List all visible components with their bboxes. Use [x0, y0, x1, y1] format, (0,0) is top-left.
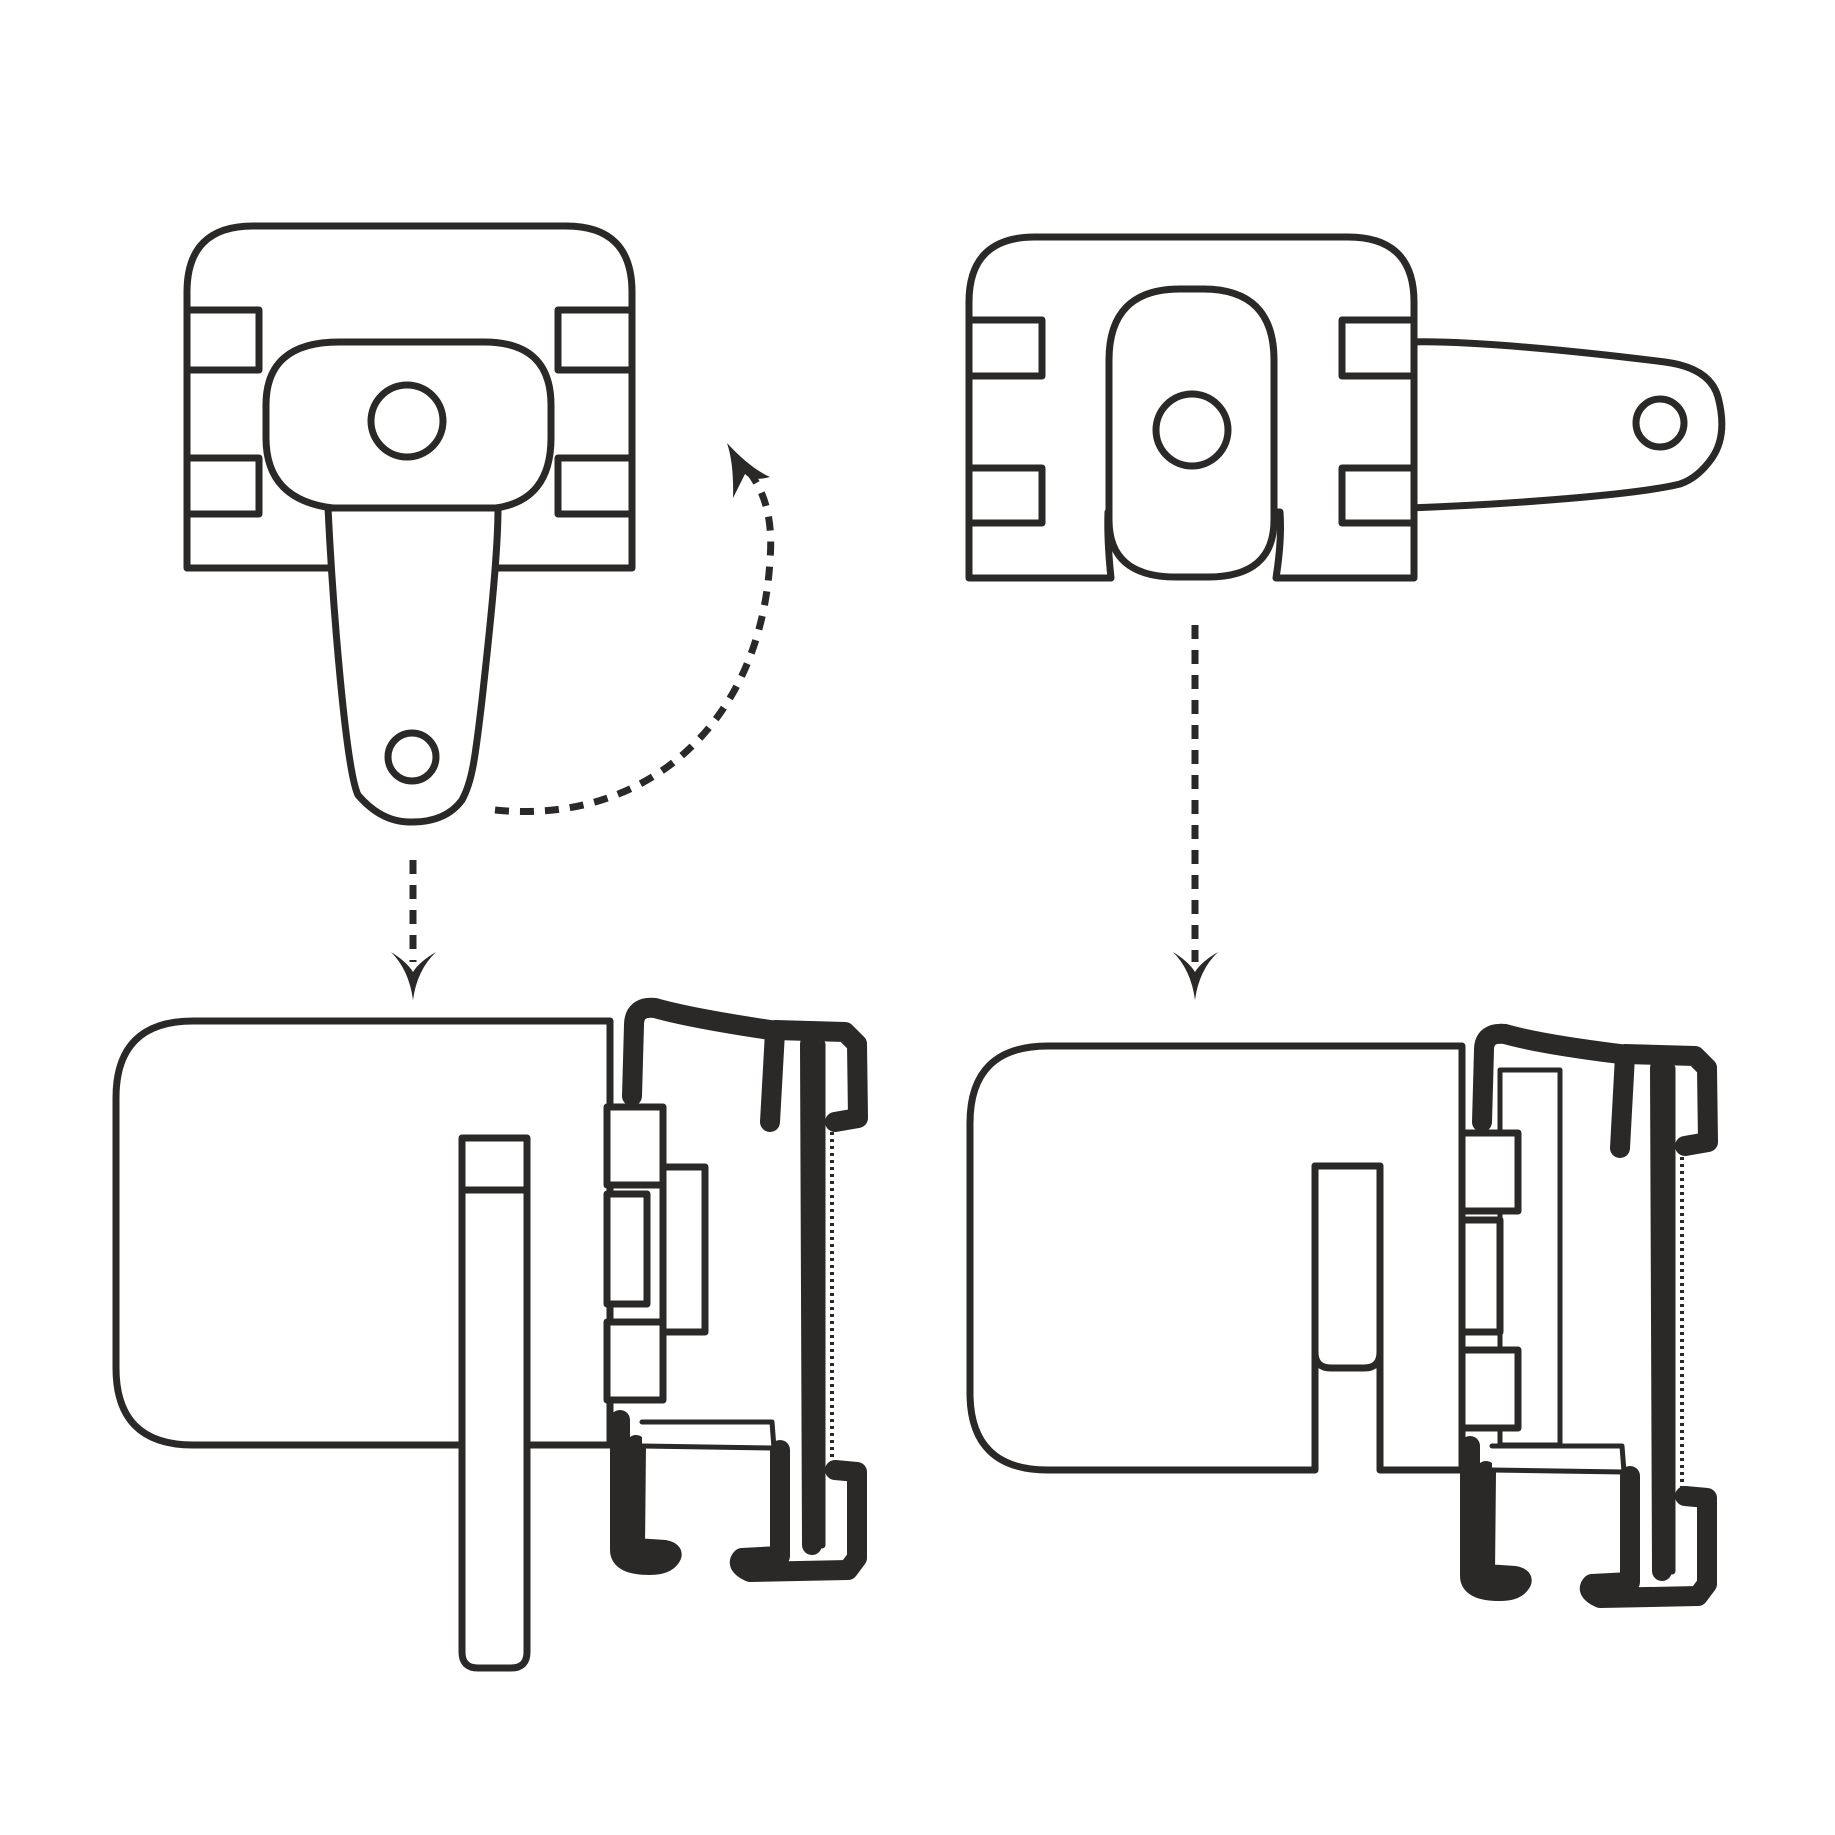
left-down-arrowhead-icon: [391, 952, 436, 1000]
plate-slot-right-top: [554, 306, 636, 374]
bracket-block-mid-right: [1458, 1216, 1504, 1336]
side-arm-hole: [1632, 395, 1688, 451]
hub-pivot-hole: [367, 381, 447, 461]
clamp-bracket: [622, 997, 785, 1132]
clamp-bracket-right: [1472, 1023, 1635, 1158]
bracket-block-top: [603, 1103, 667, 1189]
right-plate-slot-left-bottom: [965, 464, 1046, 527]
plate-slot-left-bottom: [183, 454, 263, 518]
rotate-arrowhead-icon: [727, 443, 770, 498]
bracket-block-top-right: [1458, 1129, 1522, 1215]
clamp-rail-right: [1650, 1058, 1672, 1581]
plate-slot-right-bottom: [554, 454, 636, 518]
bracket-block-mid: [603, 1190, 651, 1308]
clamp-jaw-top-right: [1613, 1044, 1718, 1156]
right-plate-slot-right-top: [1338, 316, 1418, 380]
bracket-plate: [659, 1163, 709, 1336]
bracket-block-bottom-right: [1458, 1346, 1522, 1432]
clamp-jaw-bottom-right: [1579, 1466, 1717, 1608]
hinge-arm: [324, 504, 502, 826]
hinge-plate-arm-side: [965, 233, 1726, 582]
clamp-inner: [639, 1419, 777, 1451]
right-down-arrow: [1173, 625, 1218, 1000]
assembly-arm-side: [966, 1023, 1718, 1608]
vertical-hub-hole: [1152, 390, 1232, 470]
left-down-arrow: [391, 860, 436, 1000]
right-plate-slot-right-bottom: [1338, 464, 1418, 527]
block-body: [112, 1017, 614, 1449]
right-down-arrowhead-icon: [1173, 952, 1218, 1000]
clamp-inner-right: [1489, 1443, 1627, 1475]
rotate-arrow: [494, 443, 775, 815]
vertical-arm: [458, 1134, 531, 1672]
clamp-base-right: [1460, 1436, 1532, 1601]
side-arm: [1404, 338, 1726, 512]
clamp-rail: [800, 1034, 822, 1555]
arm-end-hole: [384, 729, 440, 785]
plate-slot-left-top: [183, 306, 263, 374]
clamp-base: [610, 1410, 682, 1575]
side-arm-stub: [1311, 1162, 1384, 1372]
clamp-jaw-bottom: [729, 1440, 867, 1582]
bracket-block-bottom: [603, 1318, 667, 1404]
curved-dashed-arrow-icon: [494, 464, 775, 815]
right-plate-slot-left-top: [965, 316, 1046, 380]
clamp-jaw-top: [763, 1020, 868, 1132]
block-body-right: [966, 1042, 1466, 1474]
assembly-arm-down: [112, 997, 868, 1672]
hinge-plate-arm-down: [183, 222, 636, 826]
